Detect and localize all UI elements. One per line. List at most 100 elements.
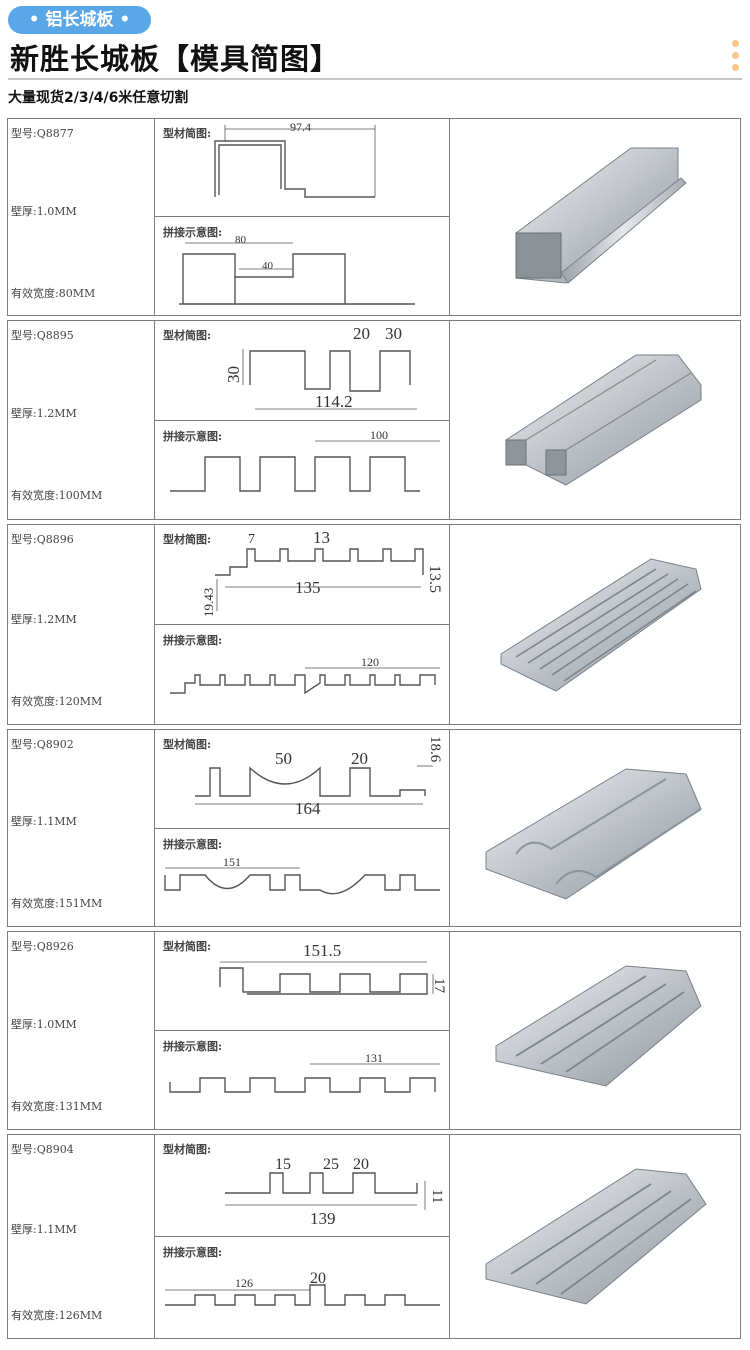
dim-label: 135 — [295, 578, 321, 597]
dim-label: 126 — [235, 1276, 253, 1290]
splice-label: 拼接示意图: — [163, 430, 223, 443]
effective-width: 有效宽度:151MM — [11, 897, 103, 910]
category-badge: • 铝长城板 • — [8, 6, 151, 34]
effective-width: 有效宽度:131MM — [11, 1100, 103, 1113]
dim-label: 18.6 — [427, 736, 443, 763]
splice-label: 拼接示意图: — [163, 634, 223, 647]
stock-note: 大量现货2/3/4/6米任意切割 — [8, 90, 189, 106]
product-info: 型号:Q8902 壁厚:1.1MM 有效宽度:151MM — [8, 730, 155, 926]
section-divider — [155, 1236, 449, 1237]
dim-label: 15 — [275, 1156, 291, 1173]
effective-width: 有效宽度:100MM — [11, 489, 103, 502]
profile-label: 型材简图: — [163, 1143, 212, 1156]
profile-drawing: 151.5 17 131 — [169, 941, 447, 1093]
dim-label: 19.43 — [201, 588, 216, 617]
profile-drawing: 15 25 20 11 139 126 20 — [165, 1156, 445, 1306]
column-divider — [449, 525, 450, 724]
dim-label: 13 — [313, 528, 330, 547]
product-info: 型号:Q8895 壁厚:1.2MM 有效宽度:100MM — [8, 321, 155, 519]
wall-thickness: 壁厚:1.2MM — [11, 407, 77, 420]
model-number: 型号:Q8877 — [11, 127, 74, 140]
effective-width: 有效宽度:126MM — [11, 1309, 103, 1322]
model-number: 型号:Q8902 — [11, 738, 74, 751]
dot-icon — [731, 64, 739, 71]
profile-label: 型材简图: — [163, 940, 212, 953]
dim-label: 120 — [361, 655, 379, 669]
wall-thickness: 壁厚:1.0MM — [11, 205, 77, 218]
profile-drawing: 50 20 18.6 164 151 — [164, 736, 443, 895]
dim-label: 20 — [351, 749, 368, 768]
profile-drawing: 7 13 19.43 135 13.5 120 — [170, 528, 443, 695]
dim-label: 114.2 — [315, 392, 353, 411]
product-row-q8895: 型号:Q8895 壁厚:1.2MM 有效宽度:100MM 型材简图: 拼接示意图… — [7, 320, 741, 520]
section-divider — [155, 216, 449, 217]
dim-label: 164 — [295, 799, 321, 818]
model-number: 型号:Q8895 — [11, 329, 74, 342]
column-divider — [449, 1135, 450, 1338]
product-photo-q8896 — [500, 558, 702, 692]
product-info: 型号:Q8904 壁厚:1.1MM 有效宽度:126MM — [8, 1135, 155, 1338]
profile-drawing: 20 30 30 114.2 100 — [170, 324, 440, 492]
decorative-dots — [728, 40, 742, 76]
product-row-q8902: 型号:Q8902 壁厚:1.1MM 有效宽度:151MM 型材简图: 拼接示意图… — [7, 729, 741, 927]
product-row-q8926: 型号:Q8926 壁厚:1.0MM 有效宽度:131MM 型材简图: 拼接示意图… — [7, 931, 741, 1130]
product-info: 型号:Q8877 壁厚:1.0MM 有效宽度:80MM — [8, 119, 155, 315]
section-divider — [155, 1030, 449, 1031]
dim-label: 11 — [429, 1189, 445, 1203]
section-divider — [155, 420, 449, 421]
dim-label: 139 — [310, 1209, 336, 1228]
dim-label: 25 — [323, 1156, 339, 1173]
dim-label: 30 — [385, 324, 402, 343]
profile-label: 型材简图: — [163, 738, 212, 751]
product-photo-q8904 — [485, 1168, 707, 1305]
column-divider — [449, 119, 450, 315]
model-number: 型号:Q8904 — [11, 1143, 74, 1156]
product-info: 型号:Q8896 壁厚:1.2MM 有效宽度:120MM — [8, 525, 155, 724]
product-row-q8877: 型号:Q8877 壁厚:1.0MM 有效宽度:80MM 型材简图: 拼接示意图:… — [7, 118, 741, 316]
dim-label: 7 — [248, 532, 255, 547]
product-photo-q8902 — [485, 768, 702, 900]
section-divider — [155, 624, 449, 625]
dim-label: 20 — [310, 1270, 326, 1287]
dim-label: 13.5 — [426, 565, 443, 593]
dim-label: 20 — [353, 324, 370, 343]
effective-width: 有效宽度:80MM — [11, 287, 96, 300]
dot-icon — [731, 52, 739, 59]
splice-label: 拼接示意图: — [163, 1246, 223, 1259]
splice-label: 拼接示意图: — [163, 226, 223, 239]
product-photo-q8895 — [505, 354, 702, 486]
dim-label: 80 — [235, 234, 247, 246]
profile-label: 型材简图: — [163, 127, 212, 140]
wall-thickness: 壁厚:1.1MM — [11, 1223, 77, 1236]
profile-label: 型材简图: — [163, 329, 212, 342]
product-info: 型号:Q8926 壁厚:1.0MM 有效宽度:131MM — [8, 932, 155, 1129]
column-divider — [449, 932, 450, 1129]
model-number: 型号:Q8896 — [11, 533, 74, 546]
dim-label: 50 — [275, 749, 292, 768]
wall-thickness: 壁厚:1.0MM — [11, 1018, 77, 1031]
page-title: 新胜长城板【模具简图】 — [10, 42, 341, 76]
dim-label: 20 — [353, 1156, 369, 1173]
profile-drawing: 97.4 80 40 — [179, 120, 415, 305]
product-row-q8896: 型号:Q8896 壁厚:1.2MM 有效宽度:120MM 型材简图: 拼接示意图… — [7, 524, 741, 725]
header-divider — [8, 78, 742, 80]
dim-label: 151.5 — [303, 941, 341, 960]
wall-thickness: 壁厚:1.1MM — [11, 815, 77, 828]
dim-label: 97.4 — [290, 120, 311, 134]
splice-label: 拼接示意图: — [163, 838, 223, 851]
column-divider — [449, 321, 450, 519]
splice-label: 拼接示意图: — [163, 1040, 223, 1053]
dot-icon — [731, 40, 739, 47]
effective-width: 有效宽度:120MM — [11, 695, 103, 708]
profile-label: 型材简图: — [163, 533, 212, 546]
product-photo-q8926 — [495, 965, 702, 1087]
product-row-q8904: 型号:Q8904 壁厚:1.1MM 有效宽度:126MM 型材简图: 拼接示意图… — [7, 1134, 741, 1339]
dim-label: 131 — [365, 1051, 383, 1065]
dim-label: 151 — [223, 855, 241, 869]
dim-label: 17 — [431, 978, 447, 994]
dim-label: 40 — [262, 260, 274, 272]
wall-thickness: 壁厚:1.2MM — [11, 613, 77, 626]
model-number: 型号:Q8926 — [11, 940, 74, 953]
section-divider — [155, 828, 449, 829]
product-photo-q8877 — [515, 147, 687, 284]
